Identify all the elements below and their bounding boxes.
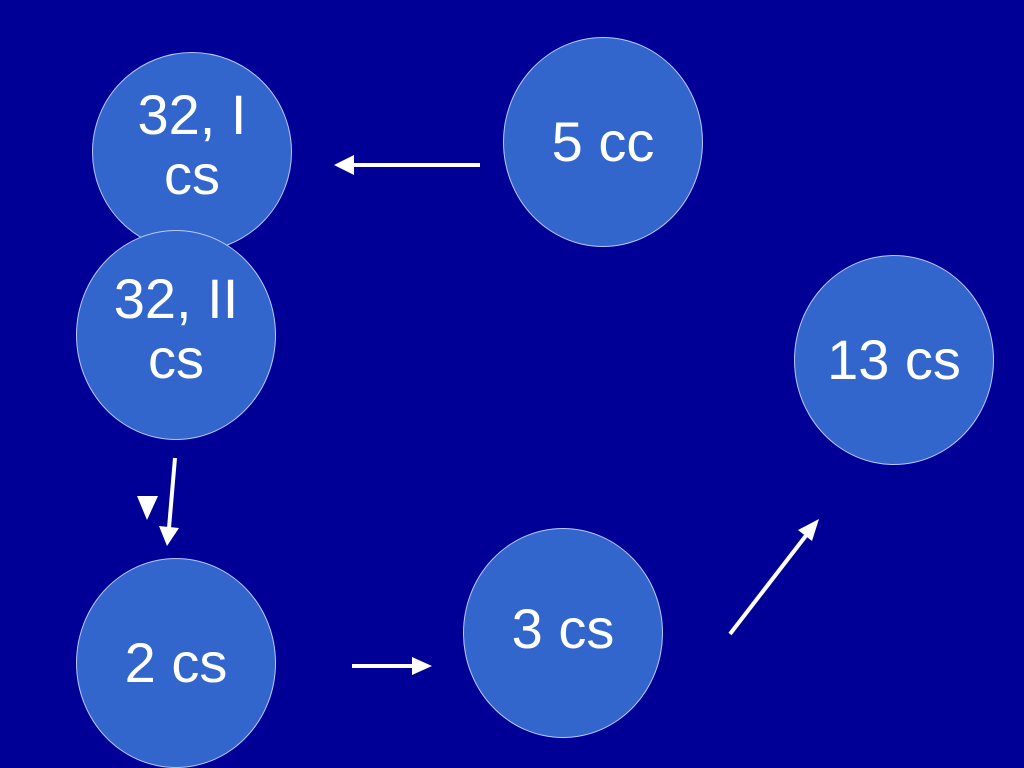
- node-label: 3 cs: [511, 596, 615, 660]
- node-2-cs: 2 cs: [76, 558, 276, 768]
- triangle-marker: [137, 496, 158, 520]
- node-5-cc: 5 cc: [503, 37, 703, 247]
- node-13-cs: 13 cs: [794, 255, 994, 465]
- arrow-2cs-to-3cs: [352, 657, 432, 675]
- node-32-ii-cs: 32, II cs: [76, 230, 276, 440]
- node-label: 13 cs: [827, 327, 961, 391]
- node-label-line2: cs: [164, 143, 220, 206]
- arrow-32ii-to-2cs: [159, 457, 179, 546]
- node-label-line2: cs: [148, 327, 204, 390]
- node-label-line1: 32, I: [137, 82, 247, 146]
- node-label: 2 cs: [124, 630, 228, 694]
- node-label: 5 cc: [551, 109, 655, 173]
- node-32-i-cs: 32, I cs: [92, 52, 292, 252]
- arrow-5cc-to-32i: [334, 155, 480, 175]
- node-label-line1: 32, II: [113, 266, 239, 330]
- node-3-cs: 3 cs: [463, 528, 663, 738]
- arrow-3cs-to-13cs: [728, 519, 819, 636]
